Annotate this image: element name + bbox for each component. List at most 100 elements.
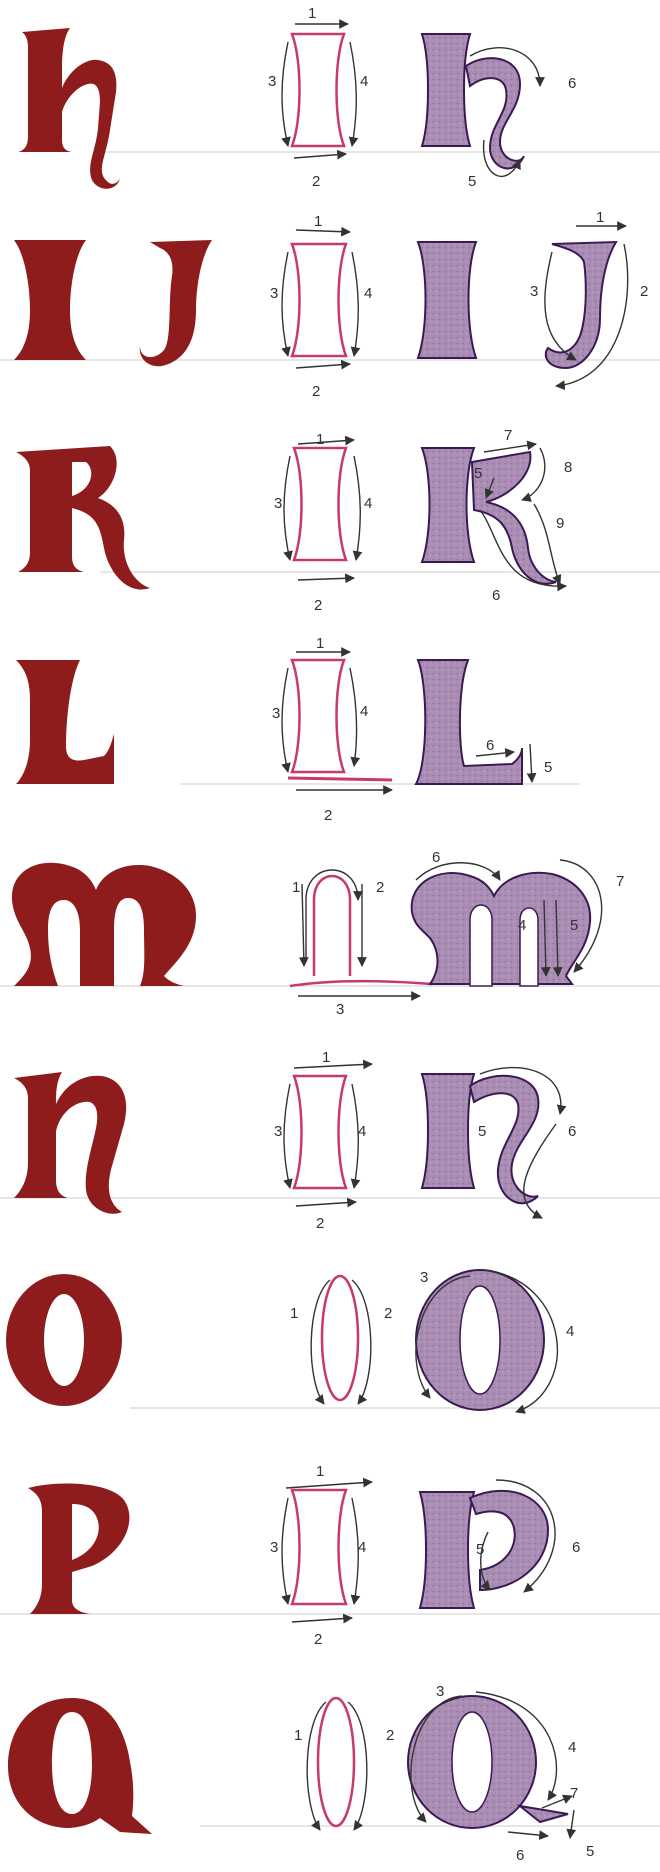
stroke-arrow: [476, 752, 514, 756]
stroke-arrow: [282, 668, 288, 772]
stroke-number-labels: 1 2 3 4 5 6: [272, 635, 552, 824]
stroke-skeleton-O: [311, 1276, 371, 1404]
stroke-number: 1: [294, 1727, 302, 1744]
stroke-arrow: [294, 1064, 372, 1068]
stroke-arrow: [296, 364, 350, 368]
stroke-number: 1: [292, 879, 300, 896]
row-letter-P: 1 2 3 4 5 6: [0, 1463, 660, 1648]
stroke-build-n: [422, 1068, 561, 1218]
stroke-arrow: [298, 440, 354, 444]
stroke-number: 2: [324, 807, 332, 824]
stroke-number: 4: [360, 703, 368, 720]
stroke-number: 3: [268, 73, 276, 90]
stroke-number: 1: [316, 635, 324, 652]
stroke-number: 5: [476, 1541, 484, 1558]
finished-letter-Q: [8, 1698, 152, 1834]
row-letter-m: 1 2 3 4 5 6 7: [0, 849, 660, 1018]
finished-letter-m: [12, 863, 196, 986]
stroke-number: 4: [364, 495, 372, 512]
stroke-number: 7: [570, 1785, 578, 1802]
stroke-number: 2: [314, 597, 322, 614]
stroke-build-J: [545, 226, 628, 386]
stroke-number: 5: [586, 1843, 594, 1860]
stroke-build-P: [420, 1480, 555, 1608]
stroke-arrow: [292, 1618, 352, 1622]
stroke-number: 3: [436, 1683, 444, 1700]
stroke-arrow: [530, 744, 532, 782]
stroke-number: 9: [556, 515, 564, 532]
stroke-number: 2: [312, 383, 320, 400]
stroke-arrow: [296, 1202, 356, 1206]
stroke-number: 6: [492, 587, 500, 604]
finished-letter-L: [16, 660, 114, 784]
finished-letter-I: [14, 240, 86, 360]
stroke-skeleton-I: [282, 230, 358, 368]
stroke-skeleton-Q: [307, 1698, 367, 1830]
stroke-number: 2: [386, 1727, 394, 1744]
row-letter-h: 1 2 3 4 5 6: [18, 5, 660, 190]
stroke-arrow: [284, 1084, 290, 1188]
stroke-skeleton-L: [282, 652, 392, 790]
stroke-arrow: [302, 884, 304, 966]
row-letter-IJ: 1 2 3 4 1 2 3: [0, 209, 660, 400]
stroke-arrow: [545, 252, 576, 360]
stroke-build-I: [418, 242, 476, 358]
row-letter-Q: 1 2 3 4 5 6 7: [8, 1683, 660, 1864]
row-letter-n: 1 2 3 4 5 6: [0, 1049, 660, 1232]
stroke-number: 3: [274, 495, 282, 512]
stroke-skeleton-m: [290, 870, 432, 996]
stroke-arrow: [282, 42, 288, 146]
stroke-arrow: [352, 252, 358, 356]
stroke-number: 4: [568, 1739, 576, 1756]
stroke-number: 8: [564, 459, 572, 476]
row-letter-O: 1 2 3 4: [6, 1269, 660, 1412]
stroke-number: 3: [420, 1269, 428, 1286]
stroke-arrow: [524, 1124, 556, 1218]
stroke-number: 4: [358, 1123, 366, 1140]
stroke-number: 6: [486, 737, 494, 754]
finished-letter-P: [28, 1484, 129, 1614]
stroke-number: 6: [516, 1847, 524, 1864]
stroke-arrow: [298, 578, 354, 580]
stroke-number: 3: [274, 1123, 282, 1140]
finished-letter-J: [140, 240, 212, 366]
stroke-arrow: [282, 1498, 288, 1604]
stroke-build-O: [416, 1270, 557, 1412]
stroke-number: 2: [316, 1215, 324, 1232]
stroke-number: 5: [474, 465, 482, 482]
stroke-number: 4: [566, 1323, 574, 1340]
stroke-number: 4: [360, 73, 368, 90]
stroke-arrow: [296, 230, 350, 232]
row-letter-L: 1 2 3 4 5 6: [16, 635, 580, 824]
stroke-number: 6: [432, 849, 440, 866]
stroke-number: 2: [376, 879, 384, 896]
stroke-number: 6: [568, 75, 576, 92]
stroke-number: 2: [640, 283, 648, 300]
stroke-arrow: [294, 154, 346, 158]
stroke-number: 3: [272, 705, 280, 722]
stroke-arrow: [350, 42, 356, 146]
stroke-number: 1: [596, 209, 604, 226]
stroke-arrow: [542, 1796, 572, 1808]
stroke-number: 1: [290, 1305, 298, 1322]
stroke-number: 4: [364, 285, 372, 302]
stroke-build-h: [422, 34, 540, 176]
stroke-number: 3: [530, 283, 538, 300]
finished-letter-n: [14, 1072, 126, 1214]
stroke-number: 3: [270, 1539, 278, 1556]
stroke-number: 1: [314, 213, 322, 230]
stroke-number: 5: [570, 917, 578, 934]
stroke-number: 7: [616, 873, 624, 890]
row-letter-R: 1 2 3 4 5 6 7 8 9: [16, 427, 660, 614]
stroke-arrow: [284, 456, 290, 560]
stroke-arrow: [508, 1832, 548, 1836]
stroke-number: 3: [336, 1001, 344, 1018]
stroke-number: 5: [478, 1123, 486, 1140]
stroke-number: 3: [270, 285, 278, 302]
stroke-number: 5: [468, 173, 476, 190]
stroke-number: 6: [572, 1539, 580, 1556]
stroke-number: 6: [568, 1123, 576, 1140]
finished-letter-h: [18, 28, 120, 189]
stroke-arrow: [282, 252, 288, 356]
